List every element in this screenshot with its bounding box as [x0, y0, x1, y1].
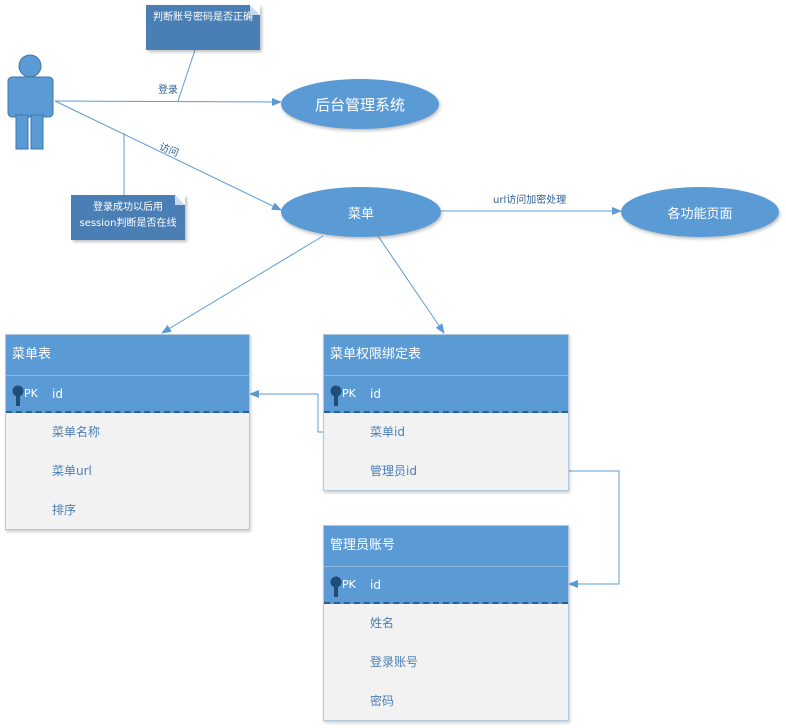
- url-encrypt-edge-label: url访问加密处理: [493, 195, 567, 206]
- menu-node-label: 菜单: [347, 206, 374, 222]
- function-pages-node-label: 各功能页面: [667, 206, 733, 222]
- menu-table-title: 菜单表: [6, 335, 249, 375]
- key-icon: [330, 576, 342, 597]
- admin-account-table-field: 密码: [370, 694, 395, 708]
- note-fold: [250, 5, 260, 15]
- menu-permission-table-pk-row: PK id: [324, 375, 568, 413]
- pk-label: PK: [342, 578, 356, 591]
- note-fold: [175, 195, 185, 205]
- menu-to-menu-table-edge: [161, 235, 324, 334]
- menu-permission-table-title: 菜单权限绑定表: [324, 335, 568, 375]
- perm-menuid-fk-edge: [249, 390, 323, 433]
- actor-icon: [7, 54, 54, 150]
- menu-table-field: 菜单名称: [52, 425, 101, 439]
- admin-system-node: 后台管理系统: [281, 79, 439, 129]
- menu-permission-table-field: 管理员id: [370, 464, 417, 478]
- login-validation-note: 判断账号密码是否正确: [146, 5, 260, 50]
- menu-table-field: 菜单url: [52, 464, 92, 478]
- admin-account-table-pk-row: PK id: [324, 566, 568, 604]
- menu-permission-table: 菜单权限绑定表 PK id 菜单id 管理员id: [323, 334, 569, 491]
- admin-account-table-field: 姓名: [370, 616, 395, 630]
- key-icon: [12, 385, 24, 406]
- key-icon: [330, 385, 342, 406]
- admin-account-table-field: 登录账号: [370, 655, 419, 669]
- menu-table-pk-row: PK id: [6, 375, 249, 413]
- menu-table-pk-field: id: [52, 387, 63, 401]
- perm-adminid-fk-edge: [568, 470, 620, 588]
- pk-label: PK: [342, 387, 356, 400]
- session-check-note: 登录成功以后用session判断是否在线: [71, 195, 185, 240]
- login-note-connector: [177, 49, 196, 102]
- visit-edge: [54, 100, 282, 211]
- session-check-note-text: 登录成功以后用session判断是否在线: [79, 202, 177, 229]
- login-edge: [54, 97, 282, 106]
- login-edge-label: 登录: [158, 85, 178, 96]
- admin-system-node-label: 后台管理系统: [314, 95, 405, 114]
- menu-permission-table-field: 菜单id: [370, 425, 405, 439]
- login-validation-note-text: 判断账号密码是否正确: [153, 12, 253, 23]
- menu-table-field: 排序: [52, 503, 77, 517]
- function-pages-node: 各功能页面: [621, 187, 779, 237]
- admin-account-table: 管理员账号 PK id 姓名 登录账号 密码: [323, 525, 569, 721]
- menu-node: 菜单: [281, 187, 441, 237]
- admin-account-table-pk-field: id: [370, 578, 381, 592]
- menu-table: 菜单表 PK id 菜单名称 菜单url 排序: [5, 334, 250, 530]
- menu-permission-table-pk-field: id: [370, 387, 381, 401]
- admin-account-table-title: 管理员账号: [324, 526, 568, 566]
- pk-label: PK: [24, 387, 38, 400]
- menu-to-perm-table-edge: [377, 235, 445, 334]
